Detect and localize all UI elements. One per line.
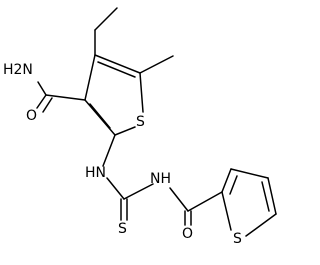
bond-ccarbonyl-thiophene [187,191,223,212]
thiocarbonyl-sulfur-label: S [118,221,127,237]
bond-camide-nh2 [37,81,47,96]
thiourea-nh-left-label: HN [85,165,106,181]
thiophene-ring-2 [221,168,277,237]
bond-s-c5p [245,213,277,237]
bond-ch2-ch3 [94,7,118,31]
bond-c2-c3 [84,99,116,136]
carbonyl-group [184,191,223,226]
bond-camide-o-double [42,97,53,113]
thiourea-linker [102,134,189,221]
thiourea-nh-right-label: NH [150,171,171,187]
bond-c3p-c2p-double [229,175,238,195]
bond-c5p-c4p-double [261,181,270,212]
bond-c4p-c3p [230,168,269,179]
bond-s-c2 [114,126,136,136]
bond-cs-nh [123,183,154,200]
bond-nh-cs [106,177,125,200]
amide-nh2-label: H2N [3,62,33,78]
bond-c5p-c4p [267,177,277,215]
bond-c3-camide [45,94,86,101]
chemical-structure-diagram: H2N O S HN NH S O S [3,7,277,247]
ethyl-group [94,7,118,56]
bond-camide-o [36,94,47,109]
thiophene-sulfur-label: S [233,231,242,247]
methyl-bond [139,55,174,74]
carboxamide-group [36,81,86,113]
ring-sulfur-label: S [136,114,145,130]
bond-c3-c4 [84,54,96,101]
bond-c4-c5-double [97,61,136,78]
carbonyl-oxygen-label: O [182,226,193,242]
bond-c2-c3-double [89,103,111,129]
bond-c5-s [139,72,144,113]
bond-c4-c5 [94,54,141,74]
amide-oxygen-label: O [26,108,37,124]
bond-c2-nh [102,134,116,167]
bond-c2p-s [221,191,232,231]
bond-nh-ccarbonyl [169,187,189,212]
bond-c3p-c2p [221,168,232,193]
thiophene-ring-core [84,54,144,136]
